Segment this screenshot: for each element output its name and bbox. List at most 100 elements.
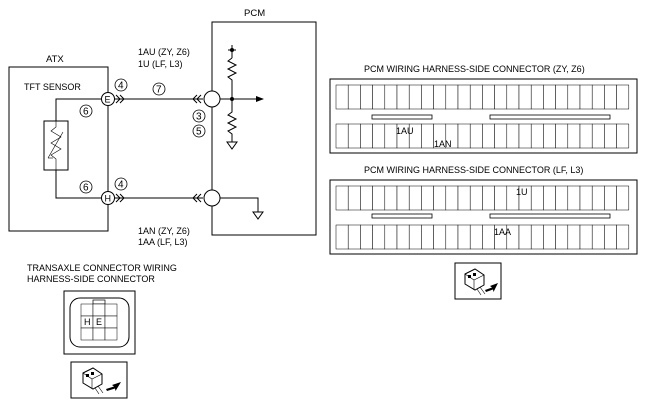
connector-pin-cell <box>604 84 617 110</box>
connector-pin-cell <box>457 224 471 250</box>
connector-pin-cell <box>616 123 630 149</box>
connector-pin-cell <box>469 224 483 250</box>
connector-pin-cell <box>360 84 373 110</box>
connector-pin-cell <box>457 185 471 211</box>
connector-pin-cell <box>482 123 495 149</box>
connector-pin-cell <box>543 123 556 149</box>
atx-label: ATX <box>46 54 64 65</box>
svg-text:4: 4 <box>118 180 124 191</box>
transaxle-view-icon <box>70 361 128 399</box>
connector-pin-cell <box>372 224 386 250</box>
connector-pin-cell <box>518 84 532 110</box>
connector-pin-cell <box>347 123 361 149</box>
pullup-resistor-icon <box>226 57 238 99</box>
callout-6-upper: 6 <box>79 104 93 118</box>
connector-zy-title: PCM WIRING HARNESS-SIDE CONNECTOR (ZY, Z… <box>364 64 585 74</box>
connector-pin-cell <box>372 123 386 149</box>
upper-signal-wire: E <box>101 90 264 108</box>
pcm-lower-terminal-icon <box>203 189 221 207</box>
connector-pin-cell <box>543 84 556 110</box>
connector-pin-cell <box>506 84 520 110</box>
terminal-h-label: H <box>105 194 112 204</box>
connector-pin-cell <box>360 123 373 149</box>
connector-pin-cell <box>347 84 361 110</box>
terminal-e-icon <box>101 92 115 106</box>
connector-pin-cell <box>555 84 569 110</box>
connector-zy-z6: PCM WIRING HARNESS-SIDE CONNECTOR (ZY, Z… <box>329 64 638 154</box>
connector-pin-cell <box>567 84 581 110</box>
transaxle-cell-e: E <box>96 317 102 327</box>
connector-pin-cell <box>579 123 593 149</box>
connector-pin-cell <box>591 84 605 110</box>
connector-pin-cell <box>482 185 495 211</box>
connector-pin-cell <box>384 224 398 250</box>
connector-pin-cell <box>555 123 569 149</box>
connector-lf-pin-1u: 1U <box>516 187 528 197</box>
connector-pin-cell <box>384 185 398 211</box>
callout-7: 7 <box>152 82 166 96</box>
terminal-h-icon <box>101 191 115 205</box>
connector-lf-l3: PCM WIRING HARNESS-SIDE CONNECTOR (LF, L… <box>329 165 638 255</box>
connector-pin-cell <box>530 84 544 110</box>
pcm-ground-icon <box>252 211 264 220</box>
connector-pin-cell <box>567 224 581 250</box>
connector-zy-pin-1au: 1AU <box>396 126 414 136</box>
connector-pin-cell <box>408 84 422 110</box>
connector-pin-cell <box>445 185 459 211</box>
connector-pin-cell <box>543 185 556 211</box>
pin-label-1au: 1AU (ZY, Z6) <box>138 47 190 57</box>
callout-6-lower: 6 <box>79 180 93 194</box>
connector-pin-cell <box>433 224 447 250</box>
pcm-internal-circuit <box>226 45 238 150</box>
connector-pin-cell <box>579 185 593 211</box>
connector-pin-cell <box>616 224 630 250</box>
connector-pin-cell <box>396 185 410 211</box>
connector-pin-cell <box>360 224 373 250</box>
connector-pin-cell <box>396 224 410 250</box>
connector-pin-cell <box>530 224 544 250</box>
pcm-upper-terminal-icon <box>203 90 221 108</box>
callout-5: 5 <box>192 124 206 138</box>
callout-4-lower: 4 <box>114 177 128 191</box>
pin-label-1u: 1U (LF, L3) <box>138 59 183 69</box>
pin-label-1an: 1AN (ZY, Z6) <box>138 226 190 236</box>
connector-pin-cell <box>518 123 532 149</box>
connector-pin-cell <box>396 84 410 110</box>
callout-3: 3 <box>192 109 206 123</box>
svg-text:6: 6 <box>83 107 89 118</box>
svg-text:5: 5 <box>196 127 202 138</box>
connector-pin-cell <box>335 84 349 110</box>
connector-pin-cell <box>469 84 483 110</box>
svg-text:6: 6 <box>83 183 89 194</box>
connector-pin-cell <box>543 224 556 250</box>
connector-pin-cell <box>469 123 483 149</box>
connector-pin-cell <box>421 123 434 149</box>
connector-pin-cell <box>530 185 544 211</box>
callout-4-upper: 4 <box>114 78 128 92</box>
connector-pin-cell <box>567 123 581 149</box>
pcm-module: PCM <box>211 8 317 236</box>
connector-pin-cell <box>457 123 471 149</box>
svg-text:3: 3 <box>196 112 202 123</box>
terminal-e-label: E <box>105 95 111 105</box>
connector-pin-cell <box>408 185 422 211</box>
connector-pin-cell <box>457 84 471 110</box>
connector-pin-cell <box>591 224 605 250</box>
connector-lf-pin-1aa: 1AA <box>494 227 511 237</box>
connector-pin-cell <box>421 224 434 250</box>
connector-pin-cell <box>482 224 495 250</box>
connector-pin-cell <box>335 123 349 149</box>
connector-pin-cell <box>530 123 544 149</box>
connector-pin-cell <box>579 84 593 110</box>
connector-pin-cell <box>579 224 593 250</box>
connector-pin-cell <box>604 224 617 250</box>
connector-pin-cell <box>494 84 508 110</box>
pcm-box <box>211 21 317 236</box>
transaxle-connector: TRANSAXLE CONNECTOR WIRING HARNESS-SIDE … <box>27 263 177 355</box>
connector-pin-cell <box>360 185 373 211</box>
tft-sensor-label: TFT SENSOR <box>24 82 81 92</box>
transaxle-title-line1: TRANSAXLE CONNECTOR WIRING <box>27 263 177 273</box>
svg-text:7: 7 <box>156 85 162 96</box>
lower-ground-wire: H <box>101 189 264 220</box>
